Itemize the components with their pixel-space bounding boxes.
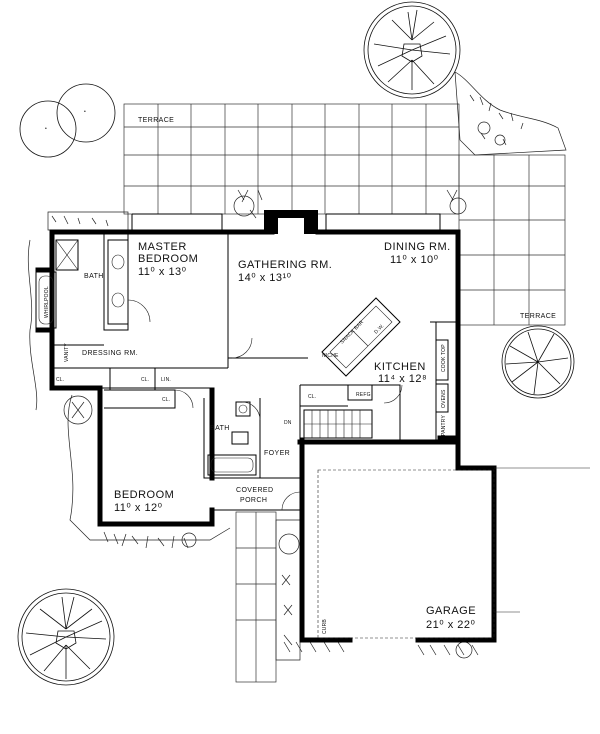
vanity-label: VANITY	[64, 343, 70, 362]
tree-top-right-icon	[363, 1, 461, 99]
terrace-top-label: TERRACE	[138, 117, 174, 124]
master-bedroom-label-2: BEDROOM	[138, 253, 198, 265]
kitchen-label: KITCHEN	[374, 361, 426, 373]
covered-porch-label-2: PORCH	[240, 497, 267, 504]
refrigerator-label: REFG	[356, 392, 371, 398]
dishwasher-label: D.W.	[373, 323, 385, 335]
ovens-label: OVENS	[441, 389, 447, 408]
stairs-icon	[303, 409, 373, 439]
cooktop-label: COOK TOP	[441, 344, 447, 372]
closet-label-4: CL.	[308, 394, 316, 400]
tree-top-left-icon: • •	[19, 83, 116, 158]
foyer-label: FOYER	[264, 450, 290, 457]
dining-room-label: DINING RM.	[384, 241, 451, 253]
whirlpool-label: WHIRLPOOL	[44, 286, 50, 318]
vanity-sinks-icon	[107, 239, 129, 325]
covered-porch-label: COVERED	[236, 487, 273, 494]
master-bath-label: BATH	[84, 273, 104, 280]
bedroom-dim: 11⁰ x 12⁰	[114, 502, 163, 514]
closet-label-2: CL.	[141, 377, 149, 383]
niche-label: NICHE	[322, 353, 339, 359]
garage-label: GARAGE	[426, 605, 476, 617]
terrace-paving-right	[458, 154, 566, 326]
pantry-label: PANTRY	[441, 415, 447, 436]
dining-room-dim: 11⁰ x 10⁰	[390, 254, 439, 266]
garage-dim: 21⁰ x 22⁰	[426, 619, 475, 631]
svg-text:•: •	[84, 109, 86, 115]
kitchen-dim: 11⁴ x 12⁸	[378, 373, 427, 385]
svg-text:•: •	[45, 126, 47, 132]
doors-icon	[127, 299, 403, 511]
gathering-room-dim: 14⁰ x 13¹⁰	[238, 272, 292, 284]
interior-walls	[52, 213, 458, 511]
gathering-room-label: GATHERING RM.	[238, 259, 332, 271]
dressing-room-label: DRESSING RM.	[82, 350, 138, 357]
stairs-down-label: DN	[284, 420, 292, 426]
closet-label-3: CL.	[162, 397, 170, 403]
kitchen-counters	[435, 339, 449, 413]
master-bedroom-dim: 11⁰ x 13⁰	[138, 266, 187, 278]
walkway	[235, 511, 277, 683]
tree-bottom-left-icon	[17, 588, 115, 686]
snack-bar-label: SNACK BAR	[339, 319, 365, 345]
closet-label-1: CL.	[56, 377, 64, 383]
terrace-paving-top	[123, 103, 460, 215]
garage-slab	[317, 467, 590, 639]
terrace-right-label: TERRACE	[520, 313, 556, 320]
master-bedroom-label: MASTER	[138, 241, 187, 253]
tree-right-icon	[501, 325, 575, 399]
linen-label: LIN.	[161, 377, 171, 383]
whirlpool-tub-icon	[35, 239, 79, 329]
bath-fixtures-icon	[207, 401, 257, 476]
snack-bar-icon	[321, 297, 401, 377]
curb-label: CURB	[322, 619, 328, 634]
bath-label: BATH	[210, 425, 230, 432]
shrubs-icon	[27, 71, 567, 661]
bedroom-label: BEDROOM	[114, 489, 174, 501]
